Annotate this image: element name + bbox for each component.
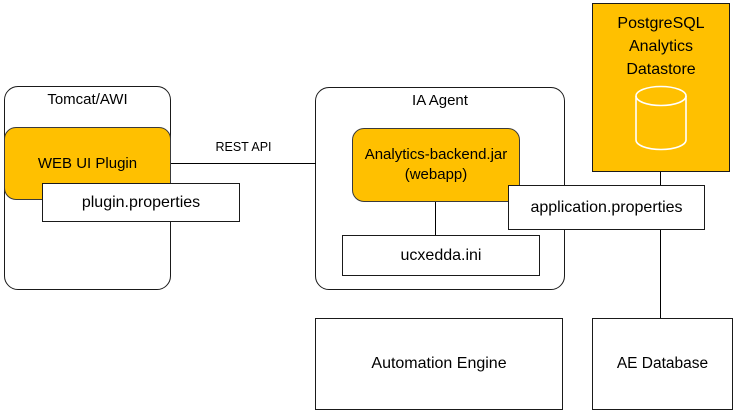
analytics-backend-label-line2: (webapp) <box>404 166 468 183</box>
ucxedda-ini-label: ucxedda.ini <box>400 246 482 264</box>
postgresql-datastore-node: PostgreSQL Analytics Datastore <box>592 3 730 172</box>
appproperties-to-aedatabase-connector-line <box>660 230 661 318</box>
analytics-backend-label-line1: Analytics-backend.jar <box>364 146 508 163</box>
rest-api-label: REST API <box>215 140 272 154</box>
plugin-properties-node: plugin.properties <box>42 183 240 222</box>
database-cylinder-icon <box>635 85 687 151</box>
postgres-to-appproperties-connector-line <box>660 172 661 185</box>
ae-database-label: AE Database <box>616 355 709 372</box>
ia-agent-title: IA Agent <box>412 92 468 109</box>
application-properties-label: application.properties <box>530 198 683 216</box>
analytics-backend-node: Analytics-backend.jar (webapp) <box>352 128 520 202</box>
postgresql-label-line3: Datastore <box>626 61 696 78</box>
postgresql-label-line2: Analytics <box>628 38 694 55</box>
rest-api-connector-line <box>171 163 316 164</box>
tomcat-awi-title: Tomcat/AWI <box>47 91 128 108</box>
application-properties-node: application.properties <box>508 185 705 230</box>
automation-engine-label: Automation Engine <box>371 355 507 372</box>
ucxedda-ini-node: ucxedda.ini <box>342 235 540 276</box>
ae-database-node: AE Database <box>592 318 733 410</box>
automation-engine-node: Automation Engine <box>315 318 563 410</box>
postgresql-label-line1: PostgreSQL <box>617 15 705 32</box>
web-ui-plugin-label: WEB UI Plugin <box>37 154 138 172</box>
analytics-to-ucxedda-connector-line <box>435 202 436 236</box>
plugin-properties-label: plugin.properties <box>81 193 201 211</box>
